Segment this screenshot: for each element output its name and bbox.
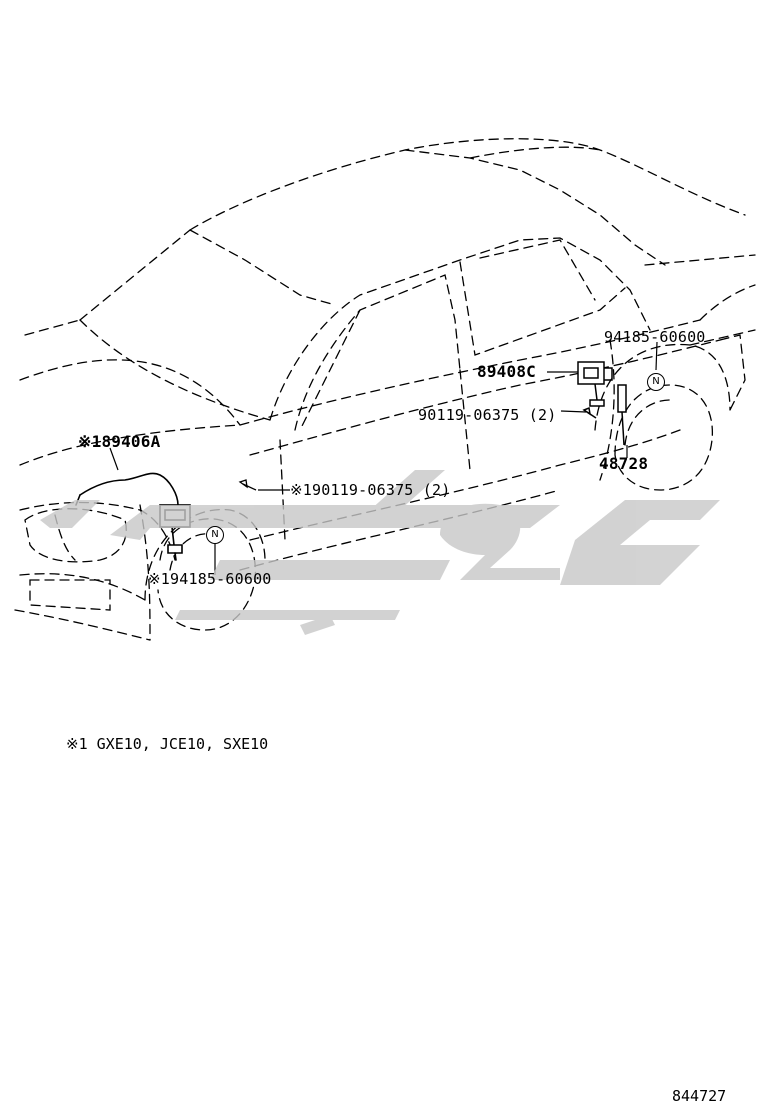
part-label-94185-60600-rear: 94185-60600 [604, 328, 706, 346]
part-label-94185-60600-front: ※194185-60600 [148, 570, 272, 588]
figure-number: 844727 [672, 1087, 727, 1105]
new-part-badge-front: N [206, 526, 224, 544]
part-label-48728: 48728 [599, 454, 649, 473]
part-label-90119-06375-rear: 90119-06375 (2) [418, 406, 557, 424]
part-label-90119-06375-front: ※190119-06375 (2) [290, 481, 451, 499]
part-label-89408C: 89408C [477, 362, 536, 381]
new-part-badge-rear: N [647, 373, 665, 391]
model-footnote: ※1 GXE10, JCE10, SXE10 [66, 735, 269, 753]
part-label-89406A: ※189406A [78, 432, 161, 451]
watermark-logo [40, 470, 720, 635]
